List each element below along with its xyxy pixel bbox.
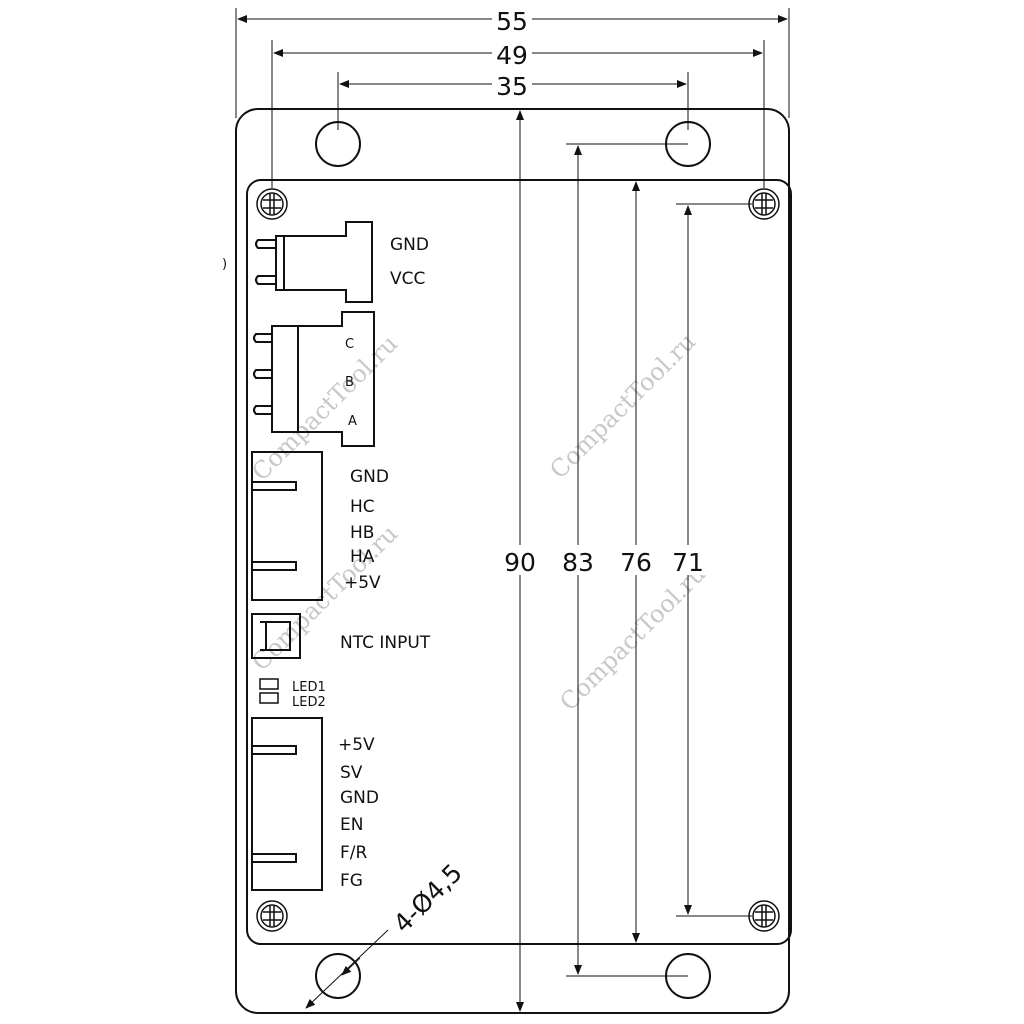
motor-c-label: C <box>345 337 354 352</box>
dim-height-board: 76 <box>620 548 652 577</box>
motor-a-label: A <box>348 414 357 429</box>
power-gnd-label: GND <box>390 235 429 255</box>
power-connector <box>255 221 373 303</box>
watermarks: CompactTool.ru CompactTool.ru CompactToo… <box>246 328 711 717</box>
motor-connector <box>253 311 375 447</box>
ntc-input-label: NTC INPUT <box>340 633 431 653</box>
stray-mark: ) <box>222 257 227 272</box>
hall-5v-label: +5V <box>344 573 381 593</box>
dim-width-holes: 35 <box>496 72 528 101</box>
dim-width-mount: 49 <box>496 41 528 70</box>
control-connector <box>251 717 323 891</box>
led-indicators <box>259 678 279 704</box>
control-fr-label: F/R <box>340 843 368 863</box>
hall-ha-label: HA <box>350 547 375 567</box>
dim-width-outer: 55 <box>496 7 528 36</box>
dim-height-outer: 90 <box>504 548 536 577</box>
led2-label: LED2 <box>292 695 326 710</box>
watermark-2: CompactTool.ru <box>544 328 701 485</box>
hole-bottom-left <box>315 953 361 999</box>
screw-bottom-right <box>748 900 780 932</box>
led1-indicator <box>259 678 279 690</box>
control-5v-label: +5V <box>338 735 375 755</box>
dim-height-holes: 83 <box>562 548 594 577</box>
screw-top-left <box>256 188 288 220</box>
control-en-label: EN <box>340 815 363 835</box>
hall-hb-label: HB <box>350 523 374 543</box>
power-vcc-label: VCC <box>390 269 425 289</box>
vertical-dimensions: 90 83 76 71 <box>500 110 752 1012</box>
hole-top-left <box>315 121 361 167</box>
motor-b-label: B <box>345 375 354 390</box>
extension-lines <box>235 8 790 188</box>
led1-label: LED1 <box>292 680 326 695</box>
outer-plate <box>235 108 790 1014</box>
control-fg-label: FG <box>340 871 363 891</box>
led2-indicator <box>259 692 279 704</box>
control-gnd-label: GND <box>340 788 379 808</box>
watermark-1: CompactTool.ru <box>246 330 403 487</box>
hall-connector <box>251 451 323 601</box>
screw-top-right <box>748 188 780 220</box>
hall-hc-label: HC <box>350 497 375 517</box>
hall-gnd-label: GND <box>350 467 389 487</box>
hole-callout: 4-Ø4,5 <box>305 858 468 1009</box>
hole-spec-label: 4-Ø4,5 <box>388 858 468 938</box>
control-sv-label: SV <box>340 763 363 783</box>
screw-bottom-left <box>256 900 288 932</box>
horizontal-dimensions: 55 49 35 <box>237 6 788 101</box>
ntc-connector <box>251 613 301 659</box>
dim-height-mount: 71 <box>672 548 704 577</box>
